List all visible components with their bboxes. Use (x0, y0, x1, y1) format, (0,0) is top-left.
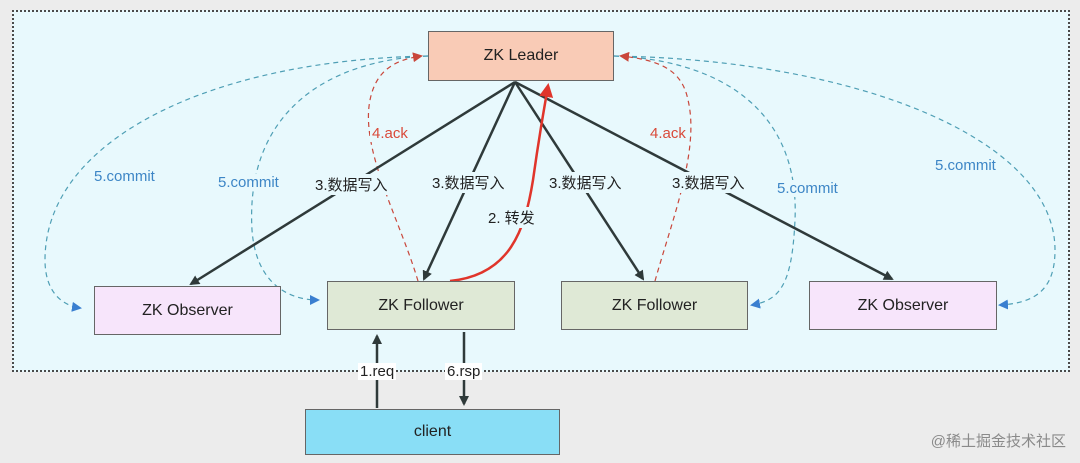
req-label: 1.req (358, 363, 397, 380)
write-label-observer-left: 3.数据写入 (313, 174, 390, 195)
zk-follower-left-node: ZK Follower (327, 281, 515, 330)
write-label-follower-right: 3.数据写入 (547, 172, 624, 193)
ack-arrow-right (619, 51, 692, 282)
commit-label-observer-right: 5.commit (933, 157, 998, 174)
write-label-observer-right: 3.数据写入 (670, 172, 747, 193)
commit-arrow-observer-right (613, 55, 1056, 310)
rsp-label: 6.rsp (445, 363, 483, 380)
forward-arrow (449, 83, 554, 283)
write-label-follower-left: 3.数据写入 (430, 172, 507, 193)
zk-leader-node: ZK Leader (428, 31, 614, 81)
client-node: client (305, 409, 560, 455)
zk-follower-right-node: ZK Follower (561, 281, 748, 330)
zk-observer-left-node: ZK Observer (94, 286, 281, 335)
commit-label-follower-right: 5.commit (775, 180, 840, 197)
watermark: @稀土掘金技术社区 (930, 433, 1066, 450)
zk-observer-right-node: ZK Observer (809, 281, 997, 330)
commit-arrow-follower-right (613, 55, 796, 309)
ack-label-left: 4.ack (370, 125, 410, 142)
ack-arrow-left (367, 52, 423, 282)
commit-arrow-observer-left (44, 55, 429, 312)
forward-label: 2. 转发 (486, 207, 537, 228)
commit-label-follower-left: 5.commit (216, 174, 281, 191)
commit-label-observer-left: 5.commit (92, 168, 157, 185)
ack-label-right: 4.ack (648, 125, 688, 142)
